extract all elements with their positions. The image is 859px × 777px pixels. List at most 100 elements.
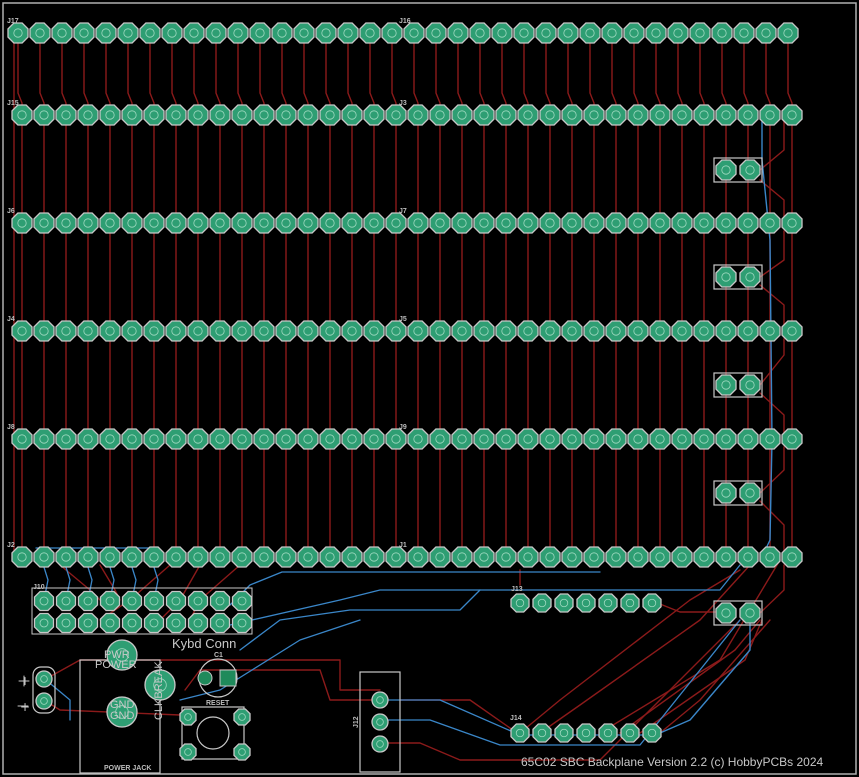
pad [627,212,649,234]
pad-drill [721,488,731,498]
pad [649,428,671,450]
trace [659,619,751,734]
pad [337,22,359,44]
jumper-outline [713,157,763,183]
pad-drill [515,728,525,738]
pad-drill [589,552,599,562]
pad-drill [537,728,547,738]
pad [517,212,539,234]
pad [231,590,253,612]
pad-drill [238,748,246,756]
pad-drill [603,598,613,608]
pad-drill [39,110,49,120]
pad-drill [413,218,423,228]
pad [55,428,77,450]
pad [601,22,623,44]
pad [385,546,407,568]
pad-drill [83,110,93,120]
pad [561,428,583,450]
pad [491,22,513,44]
pad [495,212,517,234]
pad [11,428,33,450]
pad [117,22,139,44]
pad [649,320,671,342]
trace [45,679,71,721]
pad [517,546,539,568]
pad [55,320,77,342]
pad [249,22,271,44]
pad-drill [523,218,533,228]
pad-drill [259,110,269,120]
pad-drill [745,380,755,390]
pad [143,612,165,634]
pad-drill [523,110,533,120]
pad [605,104,627,126]
pad [121,428,143,450]
pad-drill [721,434,731,444]
pad-drill [567,326,577,336]
pad-drill [127,326,137,336]
pad [781,428,803,450]
pad-drill [211,28,221,38]
pad [187,428,209,450]
pad-drill [479,218,489,228]
pad-drill [40,675,48,683]
pad [143,212,165,234]
pad [429,546,451,568]
pad [297,104,319,126]
pad [143,320,165,342]
pad-drill [149,326,159,336]
pad-drill [347,552,357,562]
pad-drill [431,28,441,38]
pad-drill [721,110,731,120]
trace [184,669,381,701]
pwr-label: PWR [104,649,130,661]
j12-ref: J12 [353,716,360,728]
pad [539,212,561,234]
pad [554,723,574,743]
pad [121,320,143,342]
pad-drill [105,434,115,444]
pad-drill [607,28,617,38]
pad [777,22,799,44]
pad-drill [325,326,335,336]
pad [671,320,693,342]
pad [371,735,389,753]
pad-drill [475,28,485,38]
pad-drill [369,552,379,562]
pad-drill [523,326,533,336]
pad-drill [193,110,203,120]
pad [627,104,649,126]
pad [275,104,297,126]
pad-drill [743,434,753,444]
pad [539,104,561,126]
pad [554,593,574,613]
pad-drill [39,218,49,228]
jumper-outline [713,372,763,398]
trace [759,114,785,171]
pad [385,212,407,234]
pad [363,212,385,234]
pad-drill [105,552,115,562]
pad [495,546,517,568]
pad [99,590,121,612]
pad [11,104,33,126]
pad [187,104,209,126]
pad-drill [541,28,551,38]
pad [469,22,491,44]
pad-drill [237,552,247,562]
pad [576,593,596,613]
pad [579,22,601,44]
pad-drill [171,326,181,336]
pad-drill [321,28,331,38]
pad [517,104,539,126]
pad-drill [765,110,775,120]
pad [627,320,649,342]
pad-drill [523,552,533,562]
pad-drill [545,552,555,562]
pad [187,546,209,568]
pad [715,602,737,624]
pad [451,104,473,126]
pad-drill [83,434,93,444]
pad-drill [215,110,225,120]
